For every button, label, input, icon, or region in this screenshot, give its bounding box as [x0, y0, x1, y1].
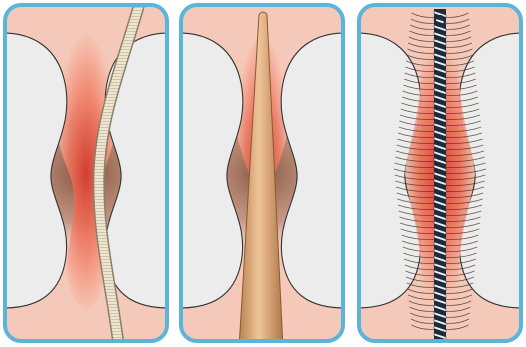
panel-2-illustration: [179, 3, 345, 343]
twisted-coil: [434, 9, 446, 340]
panel-tapered-rod: [179, 3, 345, 343]
panel-3-illustration: [357, 3, 523, 343]
panel-frayed-strand: [3, 3, 169, 343]
panel-1-illustration: [3, 3, 169, 343]
panel-twisted-coil: [357, 3, 523, 343]
